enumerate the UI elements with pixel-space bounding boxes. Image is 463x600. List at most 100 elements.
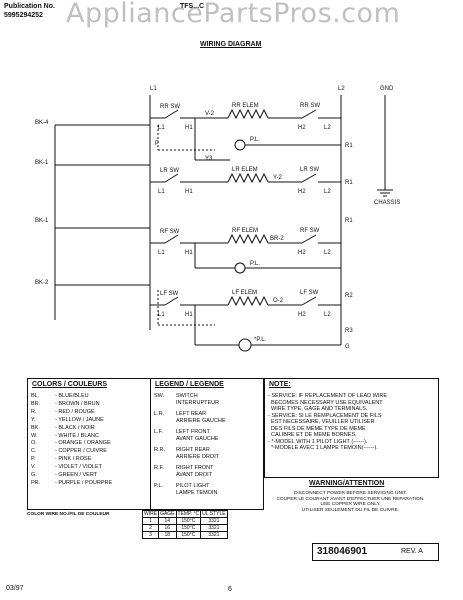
watermark: AppliancePartsPros.com (66, 0, 401, 29)
row2-l2: L2 (324, 189, 331, 195)
row3-light: P.L. (250, 261, 260, 267)
legend-row: R.R.RIGHT REAR ARRIERE DROIT (154, 447, 220, 460)
row4-l1: L1 (158, 312, 165, 318)
row3-l2: L2 (324, 250, 331, 256)
color-row: Y.- YELLOW / JAUNE (31, 416, 104, 423)
row1-light: P.L. (250, 137, 260, 143)
row3-h2: H2 (298, 250, 306, 256)
chassis-label: CHASSIS (374, 200, 400, 206)
color-row: C.- COPPER / CUIVRE (31, 448, 107, 455)
legend-row: L.F.LEFT FRONT AVANT GAUCHE (154, 429, 219, 442)
warning-line: COUPER LE COURANT AVANT D'EFFECTUER UNE … (276, 496, 425, 502)
table-row: 1 14 150°C 3321 (141, 517, 228, 525)
row4-l2: L2 (324, 312, 331, 318)
row2-h2: H2 (298, 189, 306, 195)
table-row: 2 16 150°C 3321 (141, 524, 228, 532)
row2-switch2: LR SW (300, 167, 319, 173)
note-line: - SERVICE: IF REPLACEMENT OF LEAD WIRE (268, 393, 387, 399)
note-line: BECOMES NECESSARY USE EQUIVALENT (268, 399, 383, 406)
warning-line: UTILISER SEULEMENT DU FIL DE CUIVRE. (301, 507, 400, 513)
table-row: 3 18 150°C 3321 (141, 531, 228, 539)
color-row: BK.- BLACK / NOIR (31, 424, 95, 431)
label-r3: R3 (345, 328, 353, 334)
legend-list: SW.SWITCH INTERRUPTEUR L.R.LEFT REAR ARR… (154, 393, 260, 501)
colors-box: COLORS / COULEURS BL.- BLUE/BLEU BR.- BR… (27, 378, 151, 510)
row3-wire-mid: BR-2 (270, 236, 284, 242)
footer-date: 03/97 (6, 585, 24, 592)
diagram-title: WIRING DIAGRAM (200, 41, 262, 48)
note-line: - SERVICE: SI LE REMPLACEMENT DE FILS (268, 412, 382, 419)
row1-out: R1 (345, 143, 353, 149)
page-number: 6 (228, 586, 232, 593)
row4-h2: H2 (298, 312, 306, 318)
color-row: BL.- BLUE/BLEU (31, 393, 89, 399)
color-row: PR.- PURPLE / POURPRE (31, 479, 113, 486)
legend-title: LEGEND / LEGENDE (155, 381, 224, 388)
row1-h2: H2 (298, 125, 306, 131)
revision: REV. A (401, 548, 423, 555)
color-row: P.- PINK / ROSE (31, 456, 92, 463)
wire-table-area: COLOR WIRE NO./FIL DE COULEUR WIRE GAGE … (27, 510, 262, 565)
row1-wire: BK-4 (35, 120, 49, 126)
row4-wire-mid: O-2 (273, 298, 284, 304)
row3-switch2: RF SW (300, 228, 320, 234)
legend-box: LEGEND / LEGENDE SW.SWITCH INTERRUPTEUR … (150, 378, 264, 510)
wire-table-caption: COLOR WIRE NO./FIL DE COULEUR (27, 512, 110, 517)
part-number-box: 318046901 REV. A (312, 543, 439, 561)
note-box: NOTE: - SERVICE: IF REPLACEMENT OF LEAD … (264, 378, 439, 478)
row4-out: R2 (345, 293, 353, 299)
label-y3: Y3 (205, 156, 213, 162)
row4-light: *P.L. (254, 337, 267, 343)
legend-row: SW.SWITCH INTERRUPTEUR (154, 393, 220, 406)
model-number: TFS...C (180, 3, 205, 10)
row2-switch: LR SW (160, 168, 179, 174)
note-line: *-MODELE AVEC 1 LAMPE TEMOIN(------). (268, 445, 378, 451)
label-g: G (345, 344, 350, 350)
row2-l1: L1 (158, 189, 165, 195)
row1-h1: H1 (185, 125, 193, 131)
row1-l2: L2 (324, 125, 331, 131)
row1-switch: RR SW (160, 104, 180, 110)
row3-out: R1 (345, 218, 353, 224)
color-row: W.- WHITE / BLANC (31, 432, 100, 439)
note-lines: - SERVICE: IF REPLACEMENT OF LEAD WIRE B… (268, 393, 387, 452)
row2-wire: BK-1 (35, 160, 49, 166)
wire-table-header: WIRE GAGE TEMP. °C UL STYLE (141, 510, 228, 518)
colors-list: BL.- BLUE/BLEU BR.- BROWN / BRUN R.- RED… (31, 393, 112, 488)
legend-row: P.L.PILOT LIGHT LAMPE TEMOIN (154, 483, 218, 496)
warning-box: WARNING/ATTENTION DISCONNECT POWER BEFOR… (264, 480, 437, 540)
warning-line: USE COPPER WIRE ONLY. (320, 502, 381, 508)
row3-switch: RF SW (160, 229, 180, 235)
color-row: O.- ORANGE / ORANGE (31, 440, 111, 447)
row3-h1: H1 (185, 250, 193, 256)
publication-label: Publication No. (4, 3, 55, 10)
part-number: 318046901 (317, 546, 368, 557)
row1-element: RR ELEM (232, 103, 259, 109)
row4-switch: LF SW (160, 291, 179, 297)
label-p: P (155, 141, 159, 147)
row2-h1: H1 (185, 189, 193, 195)
wire-table: WIRE GAGE TEMP. °C UL STYLE 1 14 150°C 3… (141, 510, 228, 539)
color-row: R.- RED / ROUGE (31, 408, 95, 415)
warning-line: DISCONNECT POWER BEFORE SERVICING UNIT. (293, 491, 408, 496)
row2-out: R1 (345, 180, 353, 186)
colors-title: COLORS / COULEURS (32, 381, 108, 388)
row4-wire: BK-2 (35, 280, 49, 286)
note-line: WIRE TYPE, GAGE AND TERMINALS. (268, 406, 368, 412)
row4-switch2: LF SW (300, 290, 319, 296)
row3-element: RF ELEM (232, 228, 258, 234)
wiring-diagram: L1 L2 GND CHASSIS BK-4 RR SW RR ELEM V-2… (35, 86, 400, 352)
note-line: CALIBRE ET DE MEME BORNES. (268, 432, 357, 438)
row3-wire: BK-1 (35, 218, 49, 224)
row2-wire-mid: Y-2 (273, 175, 282, 181)
row4-element: LF ELEM (232, 290, 257, 296)
warning-lines: DISCONNECT POWER BEFORE SERVICING UNIT. … (264, 491, 437, 513)
bus-l1-label: L1 (150, 86, 157, 92)
publication-number: 5995294252 (4, 12, 43, 19)
legend-row: L.R.LEFT REAR ARRIERE GAUCHE (154, 411, 226, 424)
bus-l2-label: L2 (338, 86, 345, 92)
row3-l1: L1 (158, 250, 165, 256)
row2-element: LR ELEM (232, 167, 258, 173)
legend-row: R.F.RIGHT FRONT AVANT DROIT (154, 465, 214, 478)
color-row: BR.- BROWN / BRUN (31, 400, 100, 407)
